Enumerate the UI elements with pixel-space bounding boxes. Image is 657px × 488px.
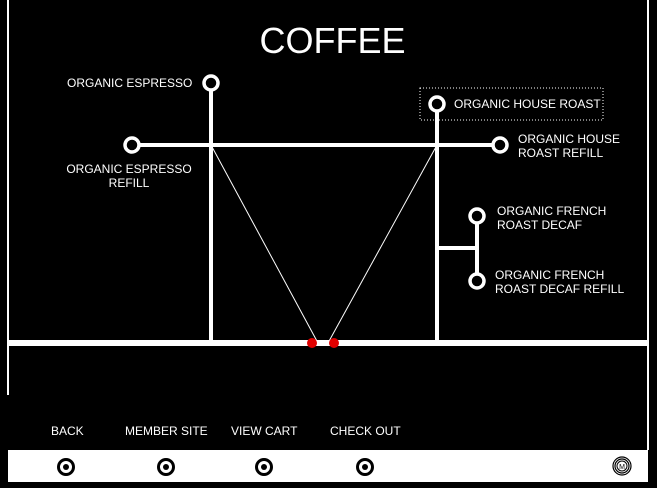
page-title: COFFEE xyxy=(259,20,406,61)
connector-left xyxy=(210,144,319,344)
view-cart-link[interactable]: VIEW CART xyxy=(231,424,298,438)
station-house-roast-refill[interactable] xyxy=(491,136,509,154)
label-french-decaf[interactable]: ORGANIC FRENCH ROAST DECAF xyxy=(497,204,607,232)
station-house-roast[interactable] xyxy=(428,95,446,113)
red-marker xyxy=(329,338,339,348)
member-site-button[interactable] xyxy=(157,458,175,476)
label-espresso[interactable]: ORGANIC ESPRESSO xyxy=(67,76,193,90)
back-link[interactable]: BACK xyxy=(51,424,84,438)
back-button[interactable] xyxy=(57,458,75,476)
check-out-link[interactable]: CHECK OUT xyxy=(330,424,401,438)
label-french-decaf-refill[interactable]: ORGANIC FRENCH ROAST DECAF REFILL xyxy=(495,268,625,296)
label-house-roast-refill[interactable]: ORGANIC HOUSE ROAST REFILL xyxy=(518,132,621,160)
left-border xyxy=(7,0,9,395)
label-espresso-refill[interactable]: ORGANIC ESPRESSO REFILL xyxy=(66,162,192,190)
view-cart-button[interactable] xyxy=(255,458,273,476)
station-espresso[interactable] xyxy=(202,74,220,92)
label-house-roast[interactable]: ORGANIC HOUSE ROAST xyxy=(454,97,601,111)
station-espresso-refill[interactable] xyxy=(123,136,141,154)
connector-right xyxy=(327,144,438,344)
red-marker xyxy=(307,338,317,348)
selection-outline xyxy=(419,87,604,121)
member-site-link[interactable]: MEMBER SITE xyxy=(125,424,208,438)
right-border xyxy=(647,0,649,450)
station-french-decaf-refill[interactable] xyxy=(468,272,486,290)
bottom-nav-bar xyxy=(8,450,648,482)
check-out-button[interactable] xyxy=(356,458,374,476)
station-french-decaf[interactable] xyxy=(468,207,486,225)
